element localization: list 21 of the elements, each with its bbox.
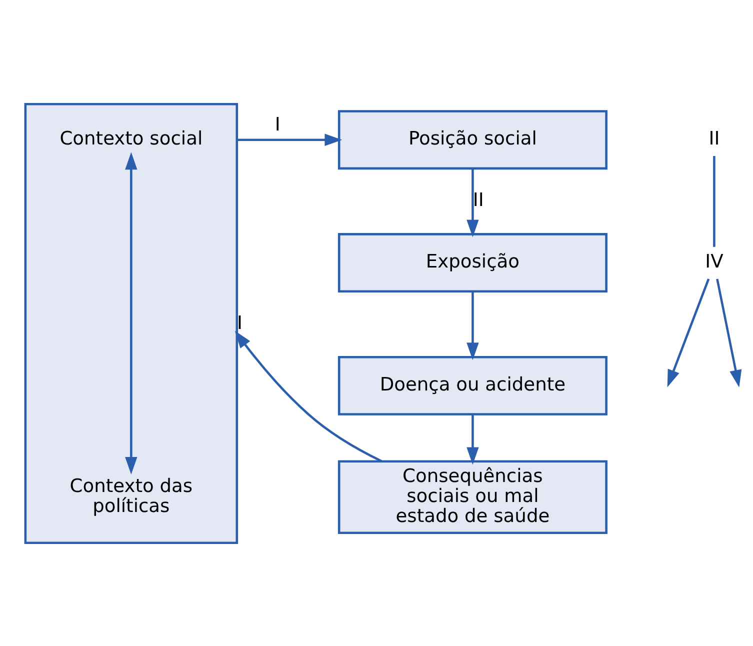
- connector: [713, 156, 716, 246]
- node-box: Doença ou acidente: [338, 355, 608, 415]
- arrow: [125, 152, 138, 474]
- edge-label: I: [274, 114, 280, 135]
- cluster: [24, 102, 238, 544]
- arrow: [234, 330, 382, 462]
- node-text: Contexto social: [60, 128, 203, 150]
- node-box: Exposição: [338, 232, 608, 292]
- edge-label: II: [472, 190, 484, 211]
- edge-label: I: [237, 312, 243, 334]
- node-box: Posição social: [338, 110, 608, 170]
- arrow: [466, 414, 479, 464]
- arrow: [667, 278, 710, 387]
- arrow: [466, 168, 479, 237]
- node-box: Consequências sociais ou mal estado de saúde: [338, 460, 608, 534]
- arrow: [716, 278, 742, 387]
- node-text: IV: [705, 251, 724, 272]
- arrow: [466, 290, 479, 360]
- node-text: II: [708, 128, 720, 150]
- node-text: Contexto das políticas: [70, 475, 193, 516]
- arrow: [236, 133, 342, 146]
